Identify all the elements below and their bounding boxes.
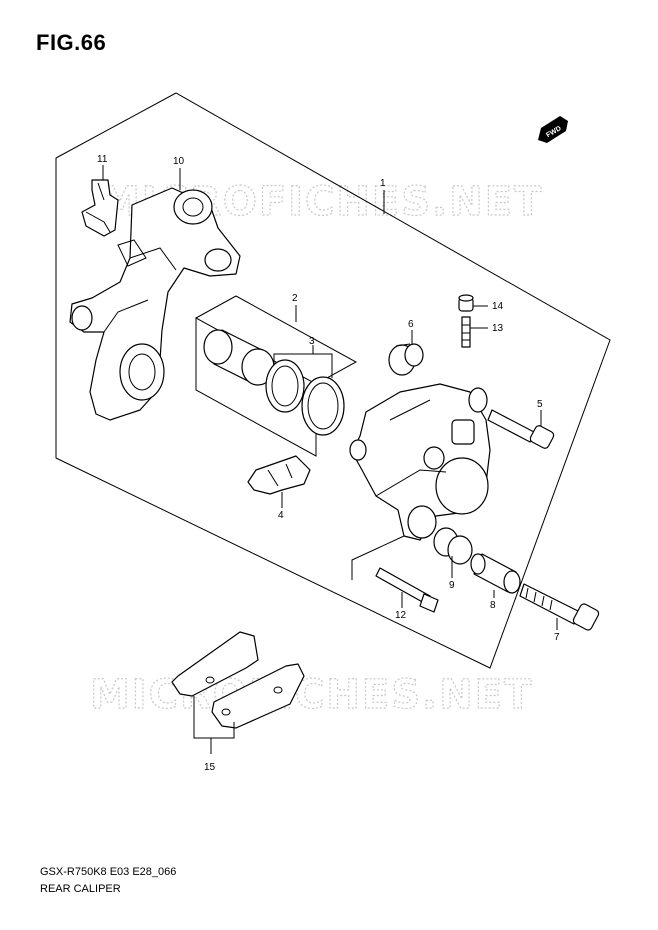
- callout-3: 3: [309, 336, 315, 347]
- part-10-bracket-icon: [69, 187, 241, 421]
- callout-15: 15: [204, 762, 216, 773]
- callout-6: 6: [408, 319, 414, 330]
- part-11-clip-icon: [81, 179, 119, 237]
- model-code: GSX-R750K8 E03 E28_066: [40, 866, 177, 878]
- callout-4: 4: [278, 510, 284, 521]
- part-1-caliper-body-icon: [349, 383, 491, 541]
- part-8-sleeve-icon: [470, 553, 521, 594]
- leader-lines: [102, 165, 558, 754]
- part-13-bleeder-icon: [461, 316, 471, 348]
- part-12-pin-icon: [375, 567, 439, 613]
- part-3-seal-icon: [265, 359, 345, 436]
- callout-12: 12: [395, 610, 407, 621]
- part-5-bolt-icon: [487, 409, 555, 449]
- part-7-bolt-icon: [519, 583, 600, 631]
- callout-1: 1: [380, 178, 386, 189]
- part-15-brake-pads-icon: [171, 631, 305, 729]
- callout-9: 9: [449, 580, 455, 591]
- watermark-bottom: MICROFICHES.NET: [90, 672, 533, 718]
- part-6-bushing-icon: [388, 343, 424, 376]
- diagram-subtitle: REAR CALIPER: [40, 883, 121, 895]
- fwd-arrow-icon: FWD: [538, 116, 568, 143]
- part-14-cap-icon: [458, 294, 474, 312]
- callout-2: 2: [292, 293, 298, 304]
- part-4-pad-spring-icon: [247, 455, 311, 495]
- part-2-piston-icon: [203, 329, 275, 386]
- piston-seal-frame: [194, 295, 358, 385]
- part-9-boot-icon: [433, 527, 473, 565]
- callout-5: 5: [537, 399, 543, 410]
- callout-13: 13: [492, 323, 504, 334]
- callout-11: 11: [97, 154, 108, 165]
- assembly-frame: [55, 92, 611, 669]
- callout-8: 8: [490, 600, 496, 611]
- callout-7: 7: [554, 632, 560, 643]
- callout-10: 10: [173, 156, 185, 167]
- callout-14: 14: [492, 301, 504, 312]
- figure-title: FIG.66: [36, 30, 107, 55]
